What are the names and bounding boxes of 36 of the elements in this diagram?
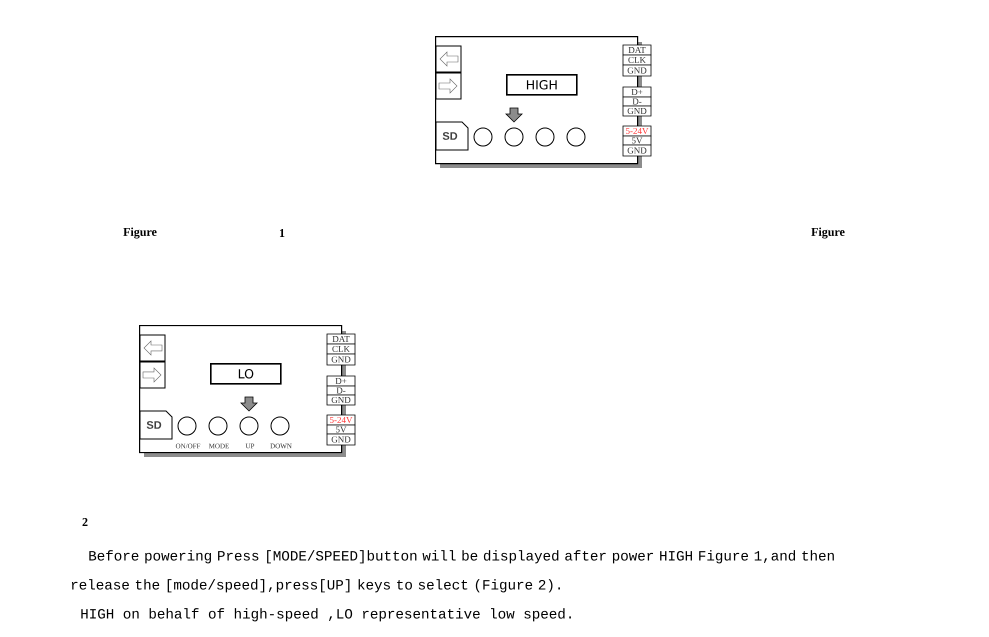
push-button — [270, 416, 290, 436]
terminal-label: CLK — [326, 344, 356, 354]
push-button — [178, 416, 196, 436]
paragraph: Before powering Press [MODE/SPEED]button will be displayed after power HIGH Figure 1,and then release the [mode/speed],press[UP] keys to select (Figure 2). — [72, 550, 834, 592]
figure-label: 1 — [280, 229, 284, 237]
paragraph: HIGH on behalf of high-speed ,LO representative low speed. — [81, 608, 571, 622]
push-button — [504, 128, 524, 146]
terminal-label: D+ — [622, 86, 652, 98]
terminal-label: D- — [622, 96, 652, 106]
terminal-label: GND — [326, 434, 356, 446]
terminal-label: CLK — [622, 54, 652, 66]
push-button — [566, 128, 586, 146]
terminal-label: GND — [326, 394, 356, 406]
terminal-label: D- — [326, 386, 356, 396]
figure-label: Figure — [811, 228, 845, 238]
figure-label: 2 — [82, 518, 88, 526]
terminal-label: 5V — [622, 136, 652, 146]
terminal-label: DAT — [326, 334, 356, 344]
figure-label: Figure — [123, 228, 157, 238]
sd-card-slot: SD — [436, 122, 468, 150]
push-button — [474, 128, 492, 146]
terminal-label: GND — [622, 144, 652, 156]
terminal-label: GND — [622, 64, 652, 76]
terminal-label: DAT — [622, 44, 652, 56]
push-button — [536, 128, 554, 146]
terminal-label: 5-24V — [622, 126, 652, 136]
terminal-label: 5-24V — [326, 414, 356, 426]
terminal-label: 5V — [326, 424, 356, 434]
display-panel: HIGH — [506, 74, 578, 96]
push-button — [240, 416, 258, 436]
terminal-label: D+ — [326, 376, 356, 386]
terminal-label: GND — [622, 106, 652, 116]
display-panel: LO — [210, 363, 282, 385]
terminal-label: GND — [326, 354, 356, 366]
sd-card-slot: SD — [140, 410, 172, 440]
push-button — [208, 416, 228, 436]
